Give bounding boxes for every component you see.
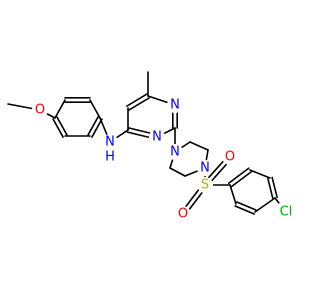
bond-single-13: [189, 141, 209, 151]
atom-s-sulfonyl-label: S: [201, 178, 209, 193]
atom-n-pyrimidine-bottom: N: [149, 129, 165, 145]
bond-layer: [7, 71, 287, 217]
atom-o-sulfonyl-1: O: [222, 149, 238, 165]
bond-single-5: [54, 99, 66, 119]
bond-double-b-18: [227, 167, 250, 185]
bond-single-23: [229, 184, 237, 205]
atom-n-piperazine-1: N: [167, 144, 183, 160]
bond-double-b-4: [52, 118, 64, 138]
atom-o-sulfonyl-1-label: O: [225, 150, 235, 165]
bond-single-1: [89, 99, 101, 119]
atom-h-amine: H: [105, 150, 115, 165]
atom-o-methoxy: O: [32, 102, 48, 118]
bond-double-a-20: [267, 177, 274, 200]
atom-o-sulfonyl-2-label: O: [178, 207, 188, 222]
bond-double-b-22: [234, 205, 255, 215]
atom-o-methoxy-label: O: [35, 103, 45, 118]
bond-double-a-7: [128, 97, 150, 111]
bond-single-16: [169, 167, 186, 177]
bond-double-a-22: [236, 201, 257, 211]
bond-single-21: [254, 197, 276, 213]
bond-double-b-2: [91, 118, 103, 138]
atom-cl-label: Cl: [280, 205, 293, 220]
atom-n-amine: N: [102, 134, 118, 150]
molecule-structure-diagram: O N H N N N N S: [7, 71, 297, 223]
bond-single-19: [249, 169, 271, 179]
atom-n-piperazine-4-label: N: [200, 161, 210, 176]
atom-n-pyrimidine-top-label: N: [170, 98, 180, 113]
atom-n-pyrimidine-bottom-label: N: [152, 130, 162, 145]
atom-h-amine-label: H: [105, 150, 115, 165]
bond-double-a-18: [230, 170, 253, 188]
atom-o-sulfonyl-2: O: [175, 206, 191, 222]
atom-n-amine-label: N: [105, 135, 115, 150]
bond-double-a-2: [87, 116, 99, 136]
atom-label-layer: O N H N N N N S: [32, 97, 297, 223]
bond-double-b-7: [126, 93, 148, 107]
atom-n-piperazine-4: N: [197, 160, 213, 176]
atom-cl: Cl: [275, 201, 297, 223]
atom-n-pyrimidine-top: N: [167, 97, 183, 113]
atom-s-sulfonyl: S: [197, 177, 213, 193]
bond-double-b-20: [271, 176, 278, 199]
bond-double-a-4: [56, 116, 68, 136]
atom-n-piperazine-1-label: N: [170, 145, 180, 160]
